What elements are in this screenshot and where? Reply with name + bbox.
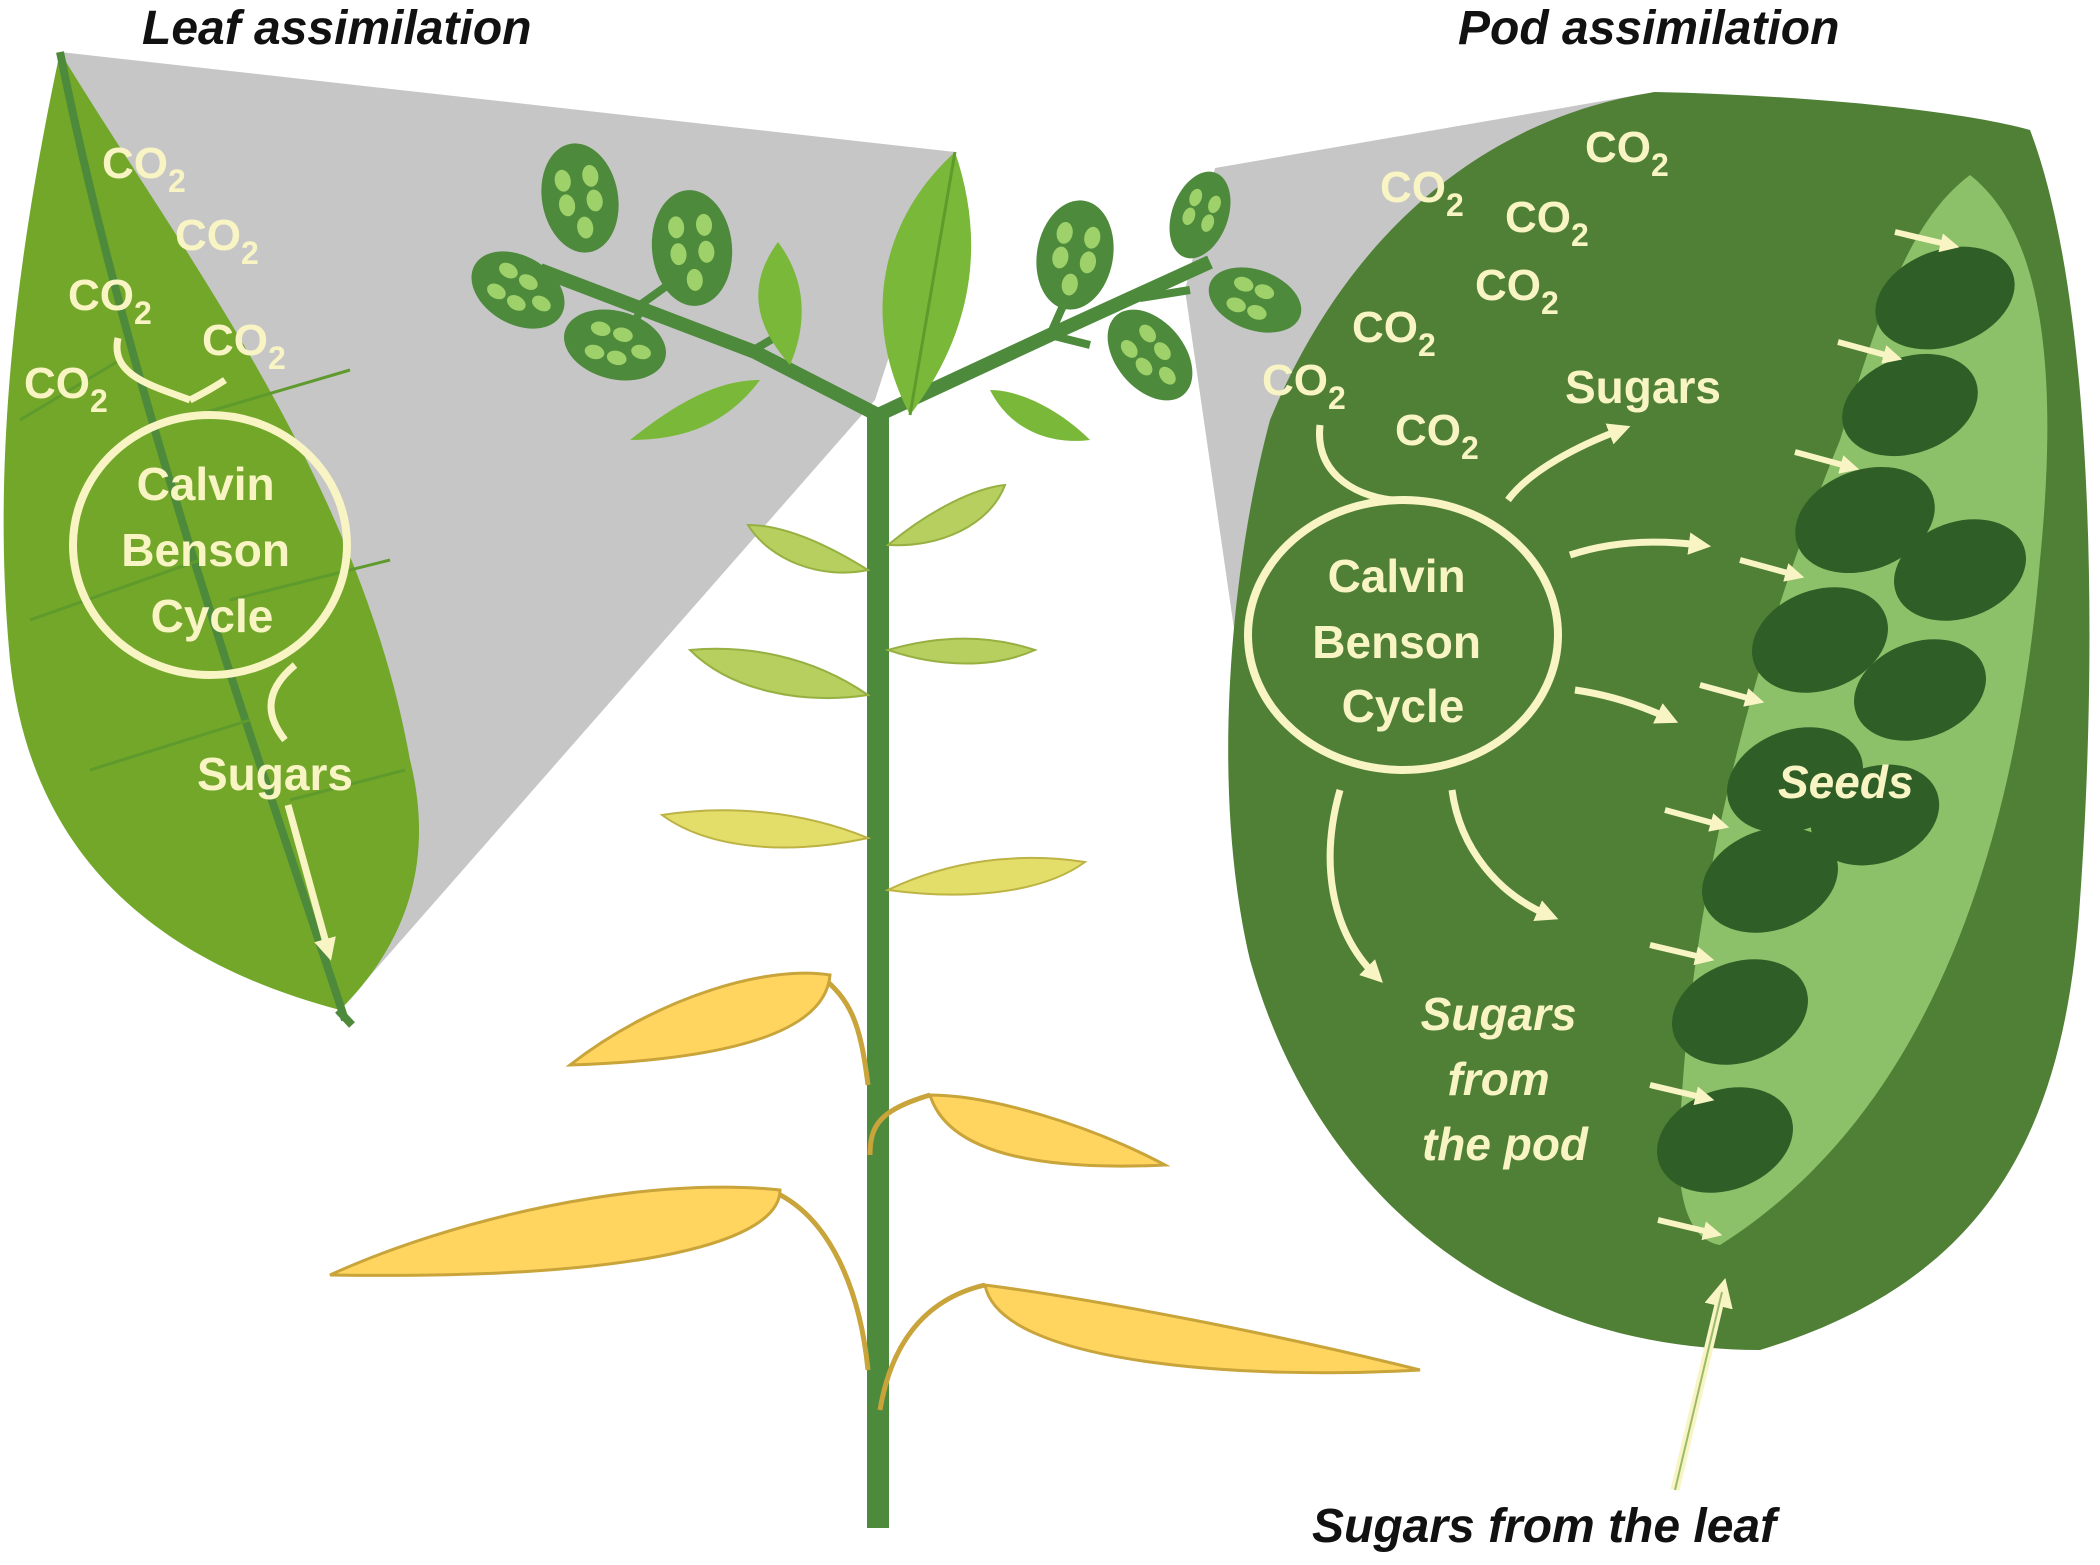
- pod-calvin-benson-cycle: [1244, 496, 1562, 774]
- seeds-label: Seeds: [1778, 756, 1914, 808]
- seed: [1702, 827, 1838, 933]
- young-pods: [471, 143, 1302, 401]
- pod-co2-2: CO2: [1380, 163, 1464, 223]
- seed: [1854, 639, 1986, 741]
- pod-co2-3: CO2: [1505, 193, 1589, 253]
- pod-cycle-label: Calvin Benson Cycle: [1312, 550, 1493, 732]
- pod-assimilation-title: Pod assimilation: [1458, 2, 1839, 55]
- seed: [1810, 764, 1940, 866]
- pod-co2-1: CO2: [1585, 123, 1669, 183]
- seed: [1875, 246, 2015, 350]
- senescent-leaves: [329, 971, 1421, 1411]
- pod-panel: CO2 CO2 CO2 CO2 CO2 CO2 CO2 Calvin Benso…: [1228, 92, 2090, 1492]
- seed: [1657, 1087, 1793, 1193]
- pod-sugars-arrow: [1505, 423, 1631, 503]
- leaf-calvin-benson-cycle: [69, 411, 351, 679]
- pod-co2-labels: CO2 CO2 CO2 CO2 CO2 CO2 CO2: [1262, 123, 1669, 466]
- leaf-panel: CO2 CO2 CO2 CO2 CO2 Calvin Benson Cycle …: [3, 51, 420, 1028]
- leaf-co2-2: CO2: [175, 211, 259, 271]
- seeds: [1657, 246, 2026, 1193]
- leaf-cycle-label: Calvin Benson Cycle: [121, 458, 302, 642]
- pod-co2-6: CO2: [1262, 356, 1346, 416]
- pod-sugars-from-pod-label: Sugars from the pod: [1421, 988, 1590, 1170]
- leaf-co2-5: CO2: [24, 359, 108, 419]
- pod-co2-7: CO2: [1395, 406, 1479, 466]
- leaf-co2-3: CO2: [68, 271, 152, 331]
- middle-leaves: [659, 483, 1088, 896]
- pod-co2-4: CO2: [1475, 261, 1559, 321]
- leaf-assimilation-title: Leaf assimilation: [142, 2, 531, 55]
- plant: [329, 143, 1421, 1528]
- leaf-co2-4: CO2: [202, 316, 286, 376]
- seed-arrows: [1649, 229, 1960, 1241]
- seed: [1752, 587, 1888, 693]
- sugars-from-leaf-label: Sugars from the leaf: [1312, 1500, 1780, 1553]
- top-branch-leaf-left: [630, 380, 760, 440]
- seed: [1672, 959, 1808, 1065]
- pod-sugars-label: Sugars: [1565, 361, 1721, 413]
- top-leaf-left: [758, 242, 802, 365]
- leaf-co2-1: CO2: [102, 139, 186, 199]
- seed: [1894, 519, 2026, 621]
- top-leaf: [882, 152, 972, 415]
- pod-co2-5: CO2: [1352, 303, 1436, 363]
- seed: [1795, 466, 1935, 574]
- zoomed-leaf: [3, 52, 420, 1010]
- seed: [1842, 353, 1978, 457]
- leaf-co2-labels: CO2 CO2 CO2 CO2 CO2: [24, 139, 286, 419]
- leaf-sugars-label: Sugars: [197, 748, 353, 800]
- top-branch-leaf-right: [990, 390, 1090, 441]
- leaf-sugars-arrow: [284, 804, 336, 961]
